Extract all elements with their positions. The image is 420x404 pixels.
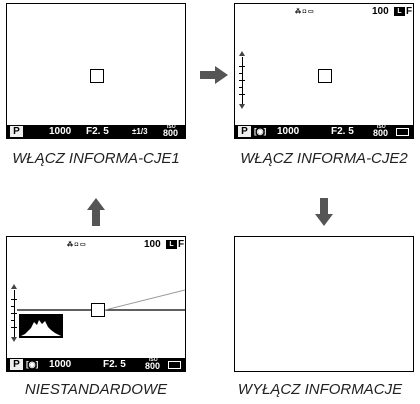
focus-frame (318, 69, 332, 83)
arrow-right-icon (200, 66, 228, 84)
aperture: F2. 5 (331, 126, 354, 137)
caption-info-on-2: WŁĄCZ INFORMA-CJE2 (240, 150, 408, 167)
iso-label: ISO (377, 124, 386, 130)
status-icons: ⁂ ◘ ▭ (295, 9, 314, 15)
iso-value: 800 (373, 128, 389, 138)
focus-frame (91, 303, 105, 317)
mode-indicator: P (10, 126, 23, 137)
iso-label: ISO (167, 124, 176, 130)
shots-remaining: 100 (372, 6, 389, 17)
caption-custom: NIESTANDARDOWE (24, 381, 168, 398)
image-format: F (406, 6, 413, 17)
aperture: F2. 5 (86, 126, 109, 137)
metering-icon: [◉] (26, 360, 39, 369)
focus-frame (90, 69, 104, 83)
display-panel-custom: ⁂ ◘ ▭ 100 L F P [◉] 1000 F2. 5 ISO 800 (6, 236, 186, 372)
image-format: F (178, 239, 185, 250)
aperture: F2. 5 (103, 359, 126, 370)
mode-indicator: P (238, 126, 251, 137)
iso-label: ISO (149, 357, 158, 363)
iso-value: 800 (163, 128, 179, 138)
shots-remaining: 100 (144, 239, 161, 250)
status-bar: P [◉] 1000 F2. 5 ISO 800 (7, 358, 185, 371)
battery-icon (168, 361, 181, 369)
histogram (19, 314, 63, 338)
shutter-speed: 1000 (49, 126, 72, 137)
status-bar: P [◉] 1000 F2. 5 ISO 800 (235, 125, 413, 138)
display-panel-info-on-2: ⁂ ◘ ▭ 100 L F P [◉] 1000 F2. 5 ISO 800 (234, 3, 414, 139)
iso-value: 800 (145, 361, 161, 371)
status-bar: P 1000 F2. 5 ±1/3 ISO 800 (7, 125, 185, 138)
shutter-speed: 1000 (277, 126, 300, 137)
mode-indicator: P (10, 359, 23, 370)
metering-icon: [◉] (254, 127, 267, 136)
shutter-speed: 1000 (49, 359, 72, 370)
arrow-down-icon (315, 198, 333, 226)
battery-icon (396, 128, 409, 136)
display-panel-info-off (234, 236, 414, 372)
status-icons: ⁂ ◘ ▭ (67, 242, 86, 248)
arrow-up-icon (87, 198, 105, 226)
exposure-scale (237, 46, 247, 110)
image-quality: L (166, 240, 177, 249)
caption-info-on-1: WŁĄCZ INFORMA-CJE1 (12, 150, 180, 167)
exposure-compensation: ±1/3 (132, 127, 148, 136)
caption-info-off: WYŁĄCZ INFORMACJE (237, 381, 403, 398)
image-quality: L (394, 7, 405, 16)
exposure-scale (9, 279, 19, 343)
display-panel-info-on-1: P 1000 F2. 5 ±1/3 ISO 800 (6, 3, 186, 139)
